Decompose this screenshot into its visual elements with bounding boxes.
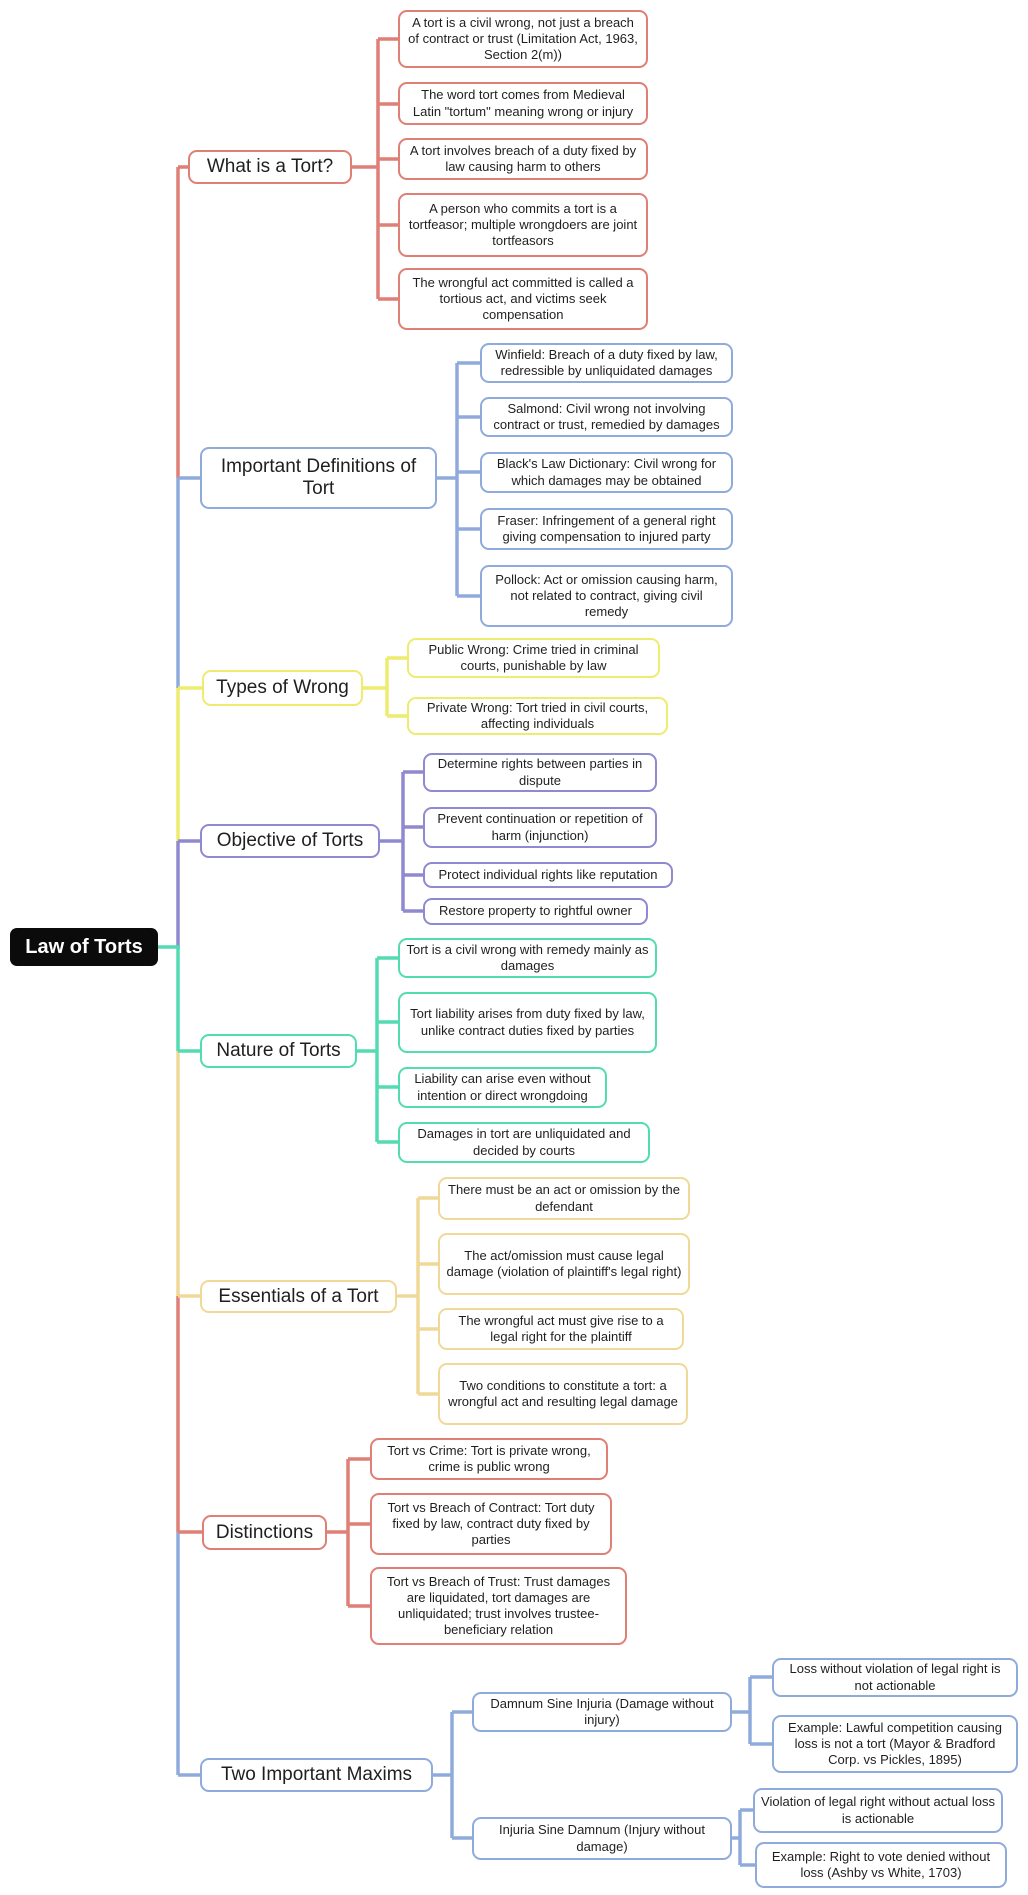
mindmap-node[interactable]: A person who commits a tort is a tortfea… <box>398 193 648 257</box>
mindmap-node-damnum-sine-injuria[interactable]: Damnum Sine Injuria (Damage without inju… <box>472 1692 732 1732</box>
mindmap-node[interactable]: Tort is a civil wrong with remedy mainly… <box>398 938 657 978</box>
mindmap-node[interactable]: Pollock: Act or omission causing harm, n… <box>480 565 733 627</box>
mindmap-node[interactable]: Violation of legal right without actual … <box>753 1788 1003 1833</box>
mindmap-node[interactable]: Protect individual rights like reputatio… <box>423 862 673 888</box>
mindmap-node[interactable]: A tort is a civil wrong, not just a brea… <box>398 10 648 68</box>
mindmap-node[interactable]: Prevent continuation or repetition of ha… <box>423 807 657 848</box>
branch-what-is-a-tort[interactable]: What is a Tort? <box>188 150 352 184</box>
mindmap-node[interactable]: Example: Right to vote denied without lo… <box>755 1842 1007 1888</box>
mindmap-node-injuria-sine-damnum[interactable]: Injuria Sine Damnum (Injury without dama… <box>472 1817 732 1860</box>
root-node-law-of-torts[interactable]: Law of Torts <box>10 928 158 966</box>
mindmap-node[interactable]: The word tort comes from Medieval Latin … <box>398 82 648 125</box>
mindmap-node[interactable]: Liability can arise even without intenti… <box>398 1067 607 1108</box>
branch-objective-of-torts[interactable]: Objective of Torts <box>200 824 380 858</box>
mindmap-node[interactable]: Fraser: Infringement of a general right … <box>480 508 733 550</box>
mindmap-node[interactable]: Tort liability arises from duty fixed by… <box>398 992 657 1053</box>
mindmap-node[interactable]: The act/omission must cause legal damage… <box>438 1233 690 1295</box>
mindmap-node[interactable]: Determine rights between parties in disp… <box>423 753 657 792</box>
mindmap-node[interactable]: The wrongful act committed is called a t… <box>398 268 648 330</box>
mindmap-node[interactable]: Private Wrong: Tort tried in civil court… <box>407 697 668 735</box>
mindmap-node[interactable]: There must be an act or omission by the … <box>438 1177 690 1220</box>
branch-two-important-maxims[interactable]: Two Important Maxims <box>200 1758 433 1792</box>
mindmap-node[interactable]: Tort vs Breach of Trust: Trust damages a… <box>370 1567 627 1645</box>
mindmap-node[interactable]: The wrongful act must give rise to a leg… <box>438 1308 684 1350</box>
mindmap-node[interactable]: Winfield: Breach of a duty fixed by law,… <box>480 343 733 383</box>
branch-essentials-of-a-tort[interactable]: Essentials of a Tort <box>200 1280 397 1313</box>
mindmap-node[interactable]: Restore property to rightful owner <box>423 898 648 925</box>
mindmap-node[interactable]: Tort vs Crime: Tort is private wrong, cr… <box>370 1438 608 1480</box>
branch-nature-of-torts[interactable]: Nature of Torts <box>200 1034 357 1068</box>
branch-distinctions[interactable]: Distinctions <box>202 1515 327 1550</box>
mindmap-node[interactable]: Salmond: Civil wrong not involving contr… <box>480 397 733 437</box>
mindmap-node[interactable]: Example: Lawful competition causing loss… <box>772 1715 1018 1773</box>
mindmap-node[interactable]: Tort vs Breach of Contract: Tort duty fi… <box>370 1493 612 1555</box>
branch-types-of-wrong[interactable]: Types of Wrong <box>202 670 363 706</box>
mindmap-node[interactable]: Two conditions to constitute a tort: a w… <box>438 1363 688 1425</box>
mindmap-node[interactable]: Damages in tort are unliquidated and dec… <box>398 1122 650 1163</box>
mindmap-node[interactable]: Loss without violation of legal right is… <box>772 1658 1018 1697</box>
mindmap-node[interactable]: Black's Law Dictionary: Civil wrong for … <box>480 452 733 493</box>
mindmap-node[interactable]: A tort involves breach of a duty fixed b… <box>398 138 648 180</box>
branch-important-definitions[interactable]: Important Definitions of Tort <box>200 447 437 509</box>
mindmap-node[interactable]: Public Wrong: Crime tried in criminal co… <box>407 638 660 678</box>
